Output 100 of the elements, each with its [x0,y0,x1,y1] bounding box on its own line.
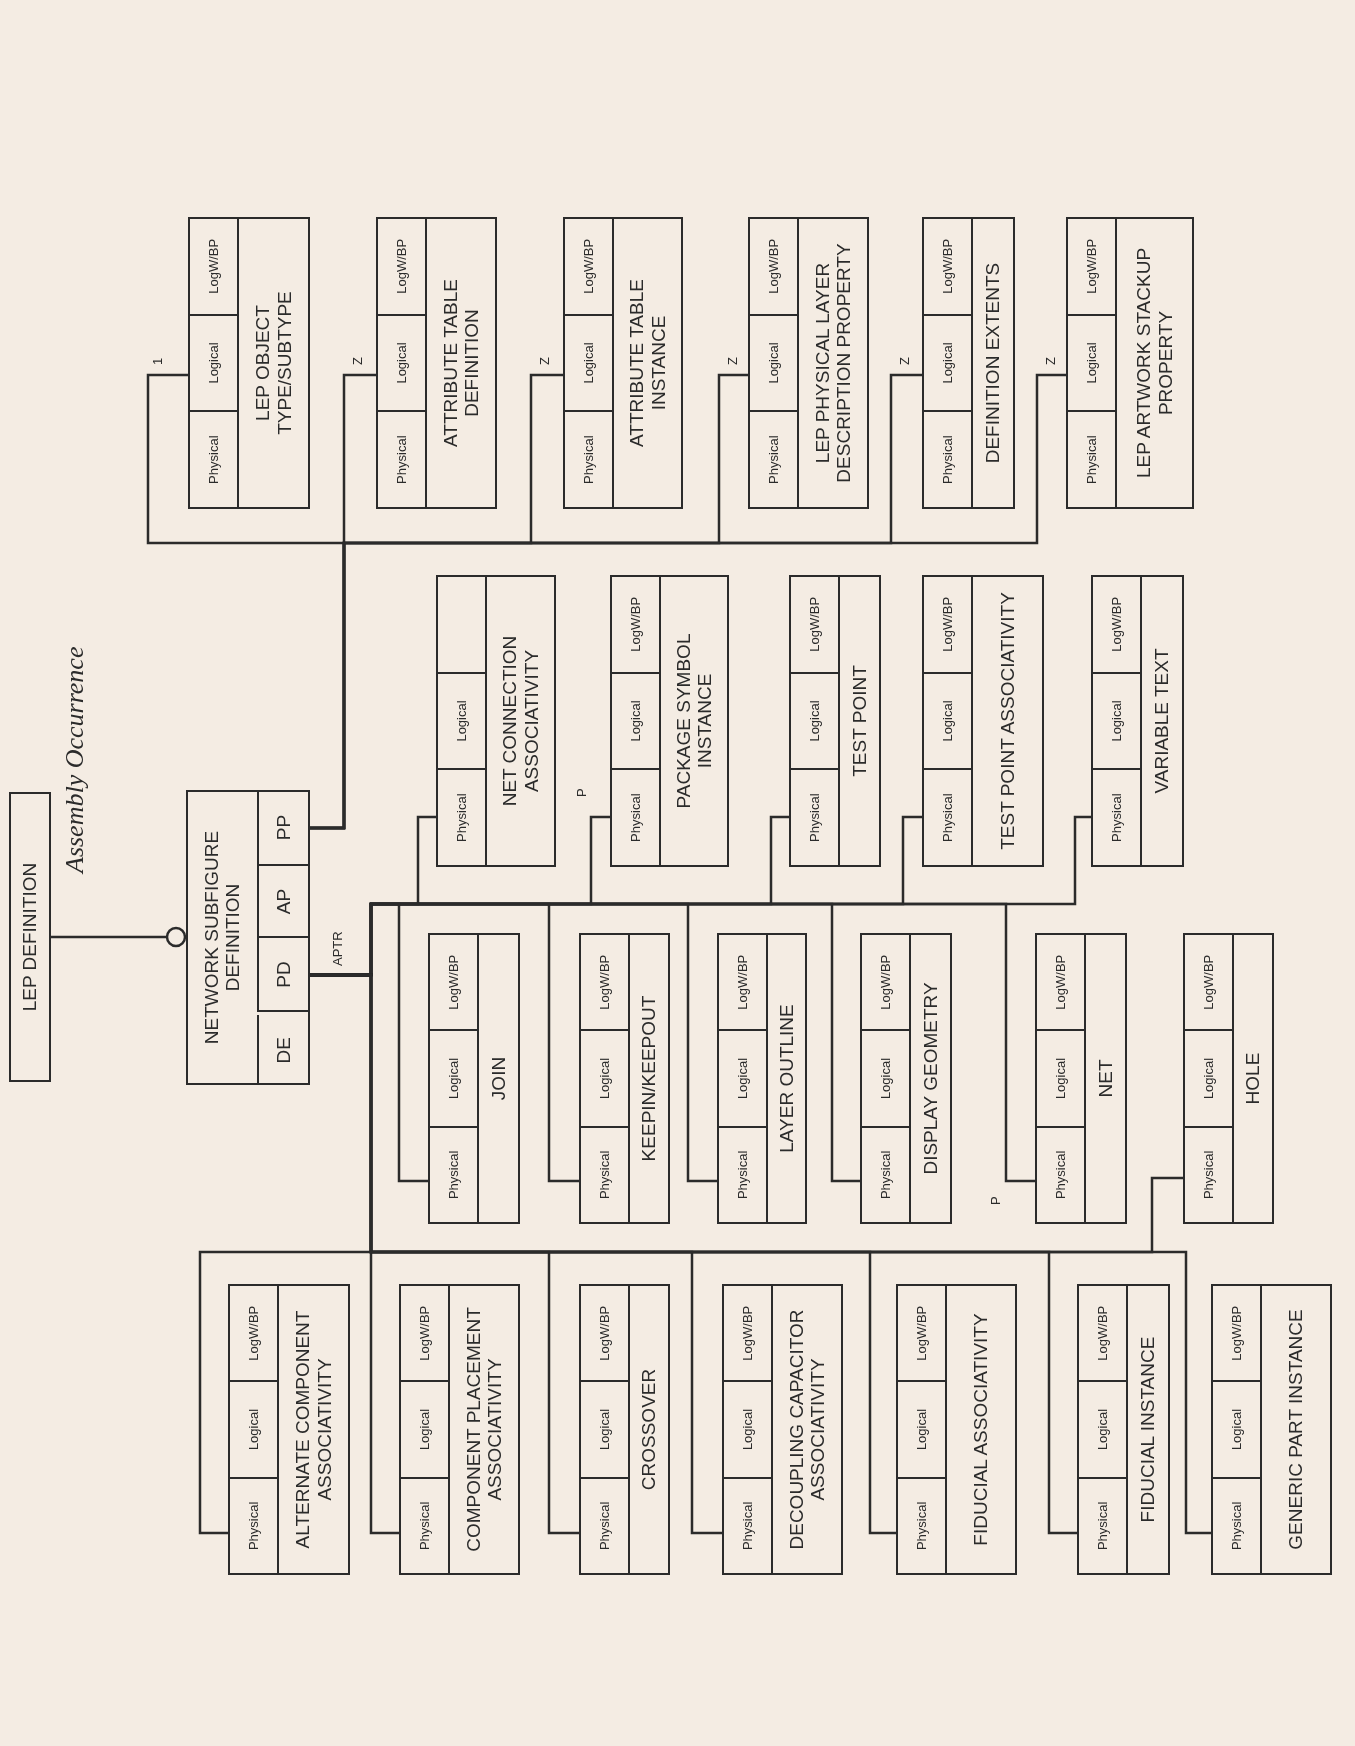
edge-label: 1 [150,356,165,366]
entity-box [1066,217,1194,509]
edge-label: Z [897,356,912,366]
entity-box [789,575,881,867]
view-cell-text: Physical [877,1149,894,1202]
entity-name: JOIN [487,1056,510,1101]
entity-name: ATTRIBUTE TABLE INSTANCE [626,278,669,449]
view-cell: Logical [791,673,838,771]
view-cell-text: Physical [445,1149,462,1202]
view-cell: LogW/BP [750,219,797,316]
view-cell-text: Physical [913,1500,930,1553]
view-cell: Logical [1037,1031,1084,1128]
view-cell: LogW/BP [430,935,477,1032]
entity-box [376,217,497,509]
view-cell: LogW/BP [1093,577,1140,674]
view-cell: Logical [401,1382,448,1479]
entity-name: COMPONENT PLACEMENT ASSOCIATIVITY [462,1306,506,1554]
view-cell-text: Physical [739,1500,756,1553]
view-cell: LogW/BP [898,1286,945,1383]
entity-box [186,790,310,1085]
view-cell: Logical [750,315,797,413]
view-cell: LogW/BP [581,935,628,1032]
view-cell: LogW/BP [190,219,237,316]
view-cell: LogW/BP [791,577,838,674]
view-cell: Logical [1079,1382,1126,1479]
view-cell: LogW/BP [924,219,971,316]
view-cell: LogW/BP [862,935,909,1032]
entity-name: NET [1094,1059,1117,1098]
view-cell: LogW/BP [401,1286,448,1383]
entity-name: DECOUPLING CAPACITOR ASSOCIATIVITY [785,1308,829,1552]
view-cell-text: Physical [1228,1500,1245,1553]
role-cell: PP [256,790,310,867]
edge-label: Z [725,356,740,366]
entity-box [860,933,952,1224]
view-cell: Logical [581,1031,628,1128]
view-cell-text: Physical [580,434,597,486]
entity-name: TEST POINT ASSOCIATIVITY [996,592,1019,850]
view-cell-text: Physical [1108,792,1125,844]
edge-label: P [574,787,589,798]
entity-name: GENERIC PART INSTANCE [1285,1309,1307,1550]
entity-name: HOLE [1242,1052,1264,1105]
entity-box [579,933,670,1224]
view-cell: Logical [924,315,971,413]
edge-label: Z [537,356,552,366]
view-cell-text: Physical [627,792,644,844]
entity-box [188,217,310,509]
view-cell: Logical [438,673,485,771]
view-cell-text: Physical [765,434,782,486]
view-cell: LogW/BP [719,935,766,1032]
entity-name: LEP OBJECT TYPE/SUBTYPE [252,290,295,437]
edge-label: APTR [330,930,345,967]
view-cell-text: Physical [939,792,956,844]
view-cell: LogW/BP [924,577,971,674]
view-cell: Logical [898,1382,945,1479]
entity-name: NETWORK SUBFIGURE DEFINITION [201,829,244,1047]
view-cell: LogW/BP [581,1286,628,1383]
view-cell: Logical [1093,673,1140,771]
view-cell: Logical [230,1382,277,1479]
view-cell: Logical [581,1382,628,1479]
view-cell-text: Physical [393,434,410,486]
view-cell: LogW/BP [1068,219,1115,316]
view-cell: Logical [1068,315,1115,413]
view-cell: Logical [565,315,612,413]
entity-name: DEFINITION EXTENTS [982,262,1004,464]
edge-label: P [988,1195,1003,1206]
entity-name: LEP DEFINITION [19,862,41,1012]
view-cell: LogW/BP [612,577,659,674]
edge-label: Z [1043,356,1058,366]
view-cell: LogW/BP [724,1286,771,1383]
entity-name: VARIABLE TEXT [1151,648,1173,794]
view-cell-text: Physical [1083,434,1100,486]
entity-box [9,792,51,1082]
entity-box [922,575,1044,867]
role-cell: DE [256,1015,310,1086]
entity-name: NET CONNECTION ASSOCIATIVITY [499,634,542,809]
view-cell: LogW/BP [1079,1286,1126,1383]
connector-line [51,926,187,948]
view-cell: Logical [190,315,237,413]
entity-box [1077,1284,1170,1575]
view-cell: Logical [612,673,659,771]
view-cell: LogW/BP [378,219,425,316]
view-cell: Logical [1185,1031,1232,1128]
view-cell-text: Physical [939,434,956,486]
view-cell: Logical [724,1382,771,1479]
entity-name: DISPLAY GEOMETRY [919,982,942,1175]
view-cell: Logical [924,673,971,771]
entity-name: CROSSOVER [638,1368,660,1491]
view-cell-text: Physical [205,434,222,486]
view-cell-text: Physical [245,1500,262,1553]
entity-name: LAYER OUTLINE [775,1004,798,1153]
entity-name: KEEPIN/KEEPOUT [638,995,660,1162]
view-cell-text: Physical [596,1149,613,1202]
entity-box [399,1284,520,1575]
entity-box [579,1284,670,1575]
view-cell-text: Physical [1094,1500,1111,1553]
view-cell: Logical [719,1031,766,1128]
entity-name: ALTERNATE COMPONENT ASSOCIATIVITY [292,1309,335,1551]
entity-name: PACKAGE SYMBOL INSTANCE [672,632,716,811]
view-cell: Logical [430,1031,477,1128]
entity-box [722,1284,843,1575]
